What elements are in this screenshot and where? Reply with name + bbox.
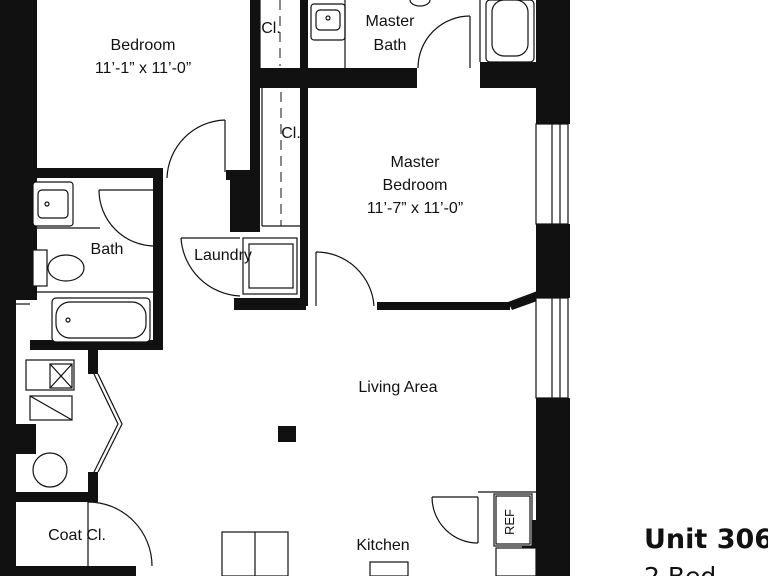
master-bath-fixtures: [310, 0, 535, 69]
laundry-fixtures: [180, 237, 298, 297]
room-labels: Bedroom 11’-1” x 11’-0” Cl. Master Bath …: [48, 13, 517, 554]
master-bedroom-label-2: Bedroom: [383, 177, 448, 194]
laundry-north-pillar: [230, 170, 260, 232]
kitchen-counter-right: [495, 547, 537, 576]
walls: [0, 0, 570, 576]
round-fixture: [32, 452, 68, 488]
coat-closet-door: [87, 501, 153, 567]
unit-title: Unit 306: [644, 524, 768, 555]
bedroom-size: 11’-1” x 11’-0”: [95, 60, 191, 77]
living-area-label: Living Area: [358, 379, 437, 396]
west-wall-upper: [0, 0, 37, 300]
windows: [535, 123, 569, 399]
bath-south-wall: [30, 340, 163, 350]
master-bath-se-wall: [480, 62, 536, 88]
unit-subtitle: 2 Bed: [644, 562, 716, 576]
structural-column: [278, 426, 296, 442]
bath-fixtures: [32, 181, 156, 343]
kitchen-sink: [369, 561, 409, 576]
ref-label: REF: [502, 509, 517, 535]
closets: [259, 0, 300, 227]
east-wall-2: [536, 224, 570, 298]
coat-closet-north-wall: [14, 492, 98, 502]
master-bath-label-2: Bath: [374, 37, 407, 54]
closet-mid-label: Cl.: [281, 125, 301, 142]
laundry-label: Laundry: [194, 247, 252, 264]
mechanical-closet: [16, 303, 123, 488]
master-bedroom-west-wall: [300, 88, 308, 306]
bedroom-south-wall: [37, 168, 163, 178]
toilet-tank: [32, 249, 48, 287]
coat-closet-door-swing: [87, 501, 153, 567]
master-bedroom-label-1: Master: [391, 154, 441, 171]
master-bath-toilet: [409, 0, 431, 7]
closet-pillar-top: [88, 350, 98, 374]
bath-label: Bath: [91, 241, 124, 258]
west-wall-lower: [0, 300, 16, 576]
bedroom-east-wall: [250, 0, 260, 170]
kitchen-label: Kitchen: [356, 537, 409, 554]
kitchen-fixtures: [221, 491, 537, 576]
laundry-door-swing: [180, 237, 241, 297]
bifold-door: [97, 373, 123, 473]
bedroom-label: Bedroom: [111, 37, 176, 54]
master-bedroom-south-wall: [377, 302, 510, 310]
master-bath-label-1: Master: [366, 13, 416, 30]
master-bedroom-door-swing: [315, 251, 375, 307]
master-bedroom-angled-wall: [508, 290, 540, 310]
master-bath-west-wall: [300, 0, 308, 88]
closet-top-label: Cl.: [261, 20, 281, 37]
laundry-south-wall: [234, 298, 306, 310]
bath-door-swing: [98, 189, 156, 247]
west-notch: [14, 424, 36, 454]
master-bedroom-size: 11’-7” x 11’-0”: [367, 200, 463, 217]
closet-pillar-bottom: [88, 472, 98, 502]
master-bath-door-swing: [417, 15, 471, 69]
bedroom-door-swing: [166, 119, 226, 179]
east-wall-3: [536, 398, 570, 576]
bath-toilet: [47, 254, 85, 282]
kitchen-door-swing: [431, 496, 479, 544]
bath-east-wall: [153, 178, 163, 348]
master-bath-south-wall: [260, 68, 417, 88]
coat-closet-label: Coat Cl.: [48, 527, 106, 544]
east-wall-1: [536, 0, 570, 124]
bedroom-door: [166, 119, 226, 179]
master-bedroom-door: [315, 251, 375, 307]
south-wall-left: [14, 566, 136, 576]
